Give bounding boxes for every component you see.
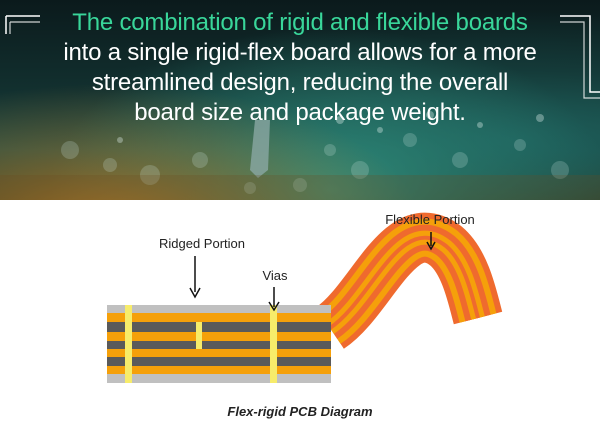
- pcb-photo-background: [0, 111, 600, 200]
- via-left: [125, 305, 132, 383]
- label-ridged-portion: Ridged Portion: [159, 236, 245, 251]
- via-middle: [196, 322, 202, 349]
- headline-line-1: The combination of rigid and flexible bo…: [72, 9, 528, 36]
- vias: [125, 305, 277, 383]
- arrow-flexible: [426, 232, 436, 251]
- arrow-ridged: [189, 256, 201, 299]
- hero-banner: The combination of rigid and flexible bo…: [0, 0, 600, 200]
- left-bracket-decoration: [5, 15, 40, 34]
- right-bracket-decoration: [560, 15, 600, 99]
- label-vias: Vias: [262, 268, 288, 283]
- arrow-vias: [268, 287, 280, 312]
- headline-line-2: into a single rigid-flex board allows fo…: [63, 39, 537, 66]
- label-flexible-portion: Flexible Portion: [385, 212, 475, 227]
- headline-line-3: streamlined design, reducing the overall: [91, 69, 509, 96]
- via-right: [270, 305, 277, 383]
- flexible-portion: [314, 212, 503, 349]
- pcb-diagram: Ridged Portion Vias Flexible Portion: [107, 212, 503, 383]
- rigid-portion: [107, 305, 331, 383]
- solder-tip-shape: [250, 120, 270, 178]
- headline-line-4: board size and package weight.: [134, 99, 466, 126]
- headline: The combination of rigid and flexible bo…: [32, 8, 568, 128]
- diagram-caption: Flex-rigid PCB Diagram: [227, 404, 373, 419]
